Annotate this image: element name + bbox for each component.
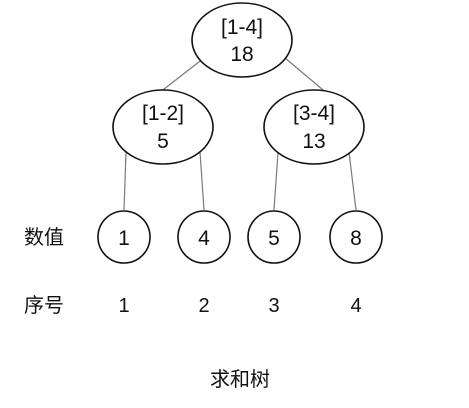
index-row-label: 序号 (24, 294, 64, 317)
leaf-value: 8 (350, 227, 362, 250)
left-range: [1-2] (142, 102, 184, 125)
right-node: [3-4] 13 (263, 89, 365, 165)
right-sum: 13 (302, 130, 325, 153)
leaf-node-shape (97, 210, 151, 264)
root-sum: 18 (230, 43, 253, 66)
right-range: [3-4] (293, 102, 335, 125)
value-row-label: 数值 (24, 226, 64, 249)
leaf-node: 5 (247, 210, 301, 264)
left-node: [1-2] 5 (112, 89, 214, 165)
index-value: 3 (268, 295, 279, 317)
right-node-shape (263, 89, 365, 165)
root-node: [1-4] 18 (191, 2, 293, 78)
leaf-node: 8 (329, 210, 383, 264)
leaf-node: 4 (177, 210, 231, 264)
edge-right-leaf4 (348, 151, 357, 211)
index-value: 2 (198, 295, 209, 317)
leaf-node-shape (329, 210, 383, 264)
root-range: [1-4] (221, 16, 263, 39)
leaf-node-shape (247, 210, 301, 264)
index-value: 4 (350, 295, 361, 317)
left-node-shape (112, 89, 214, 165)
edge-right-leaf3 (273, 151, 279, 211)
index-value: 1 (118, 295, 129, 317)
left-sum: 5 (157, 130, 169, 153)
root-node-shape (191, 2, 293, 78)
leaf-value: 4 (198, 227, 210, 250)
leaf-node-shape (177, 210, 231, 264)
leaf-node: 1 (97, 210, 151, 264)
leaf-value: 1 (118, 227, 130, 250)
edge-left-leaf2 (199, 151, 205, 211)
diagram-caption: 求和树 (210, 368, 270, 391)
edge-left-leaf1 (123, 151, 127, 211)
leaf-value: 5 (268, 227, 280, 250)
